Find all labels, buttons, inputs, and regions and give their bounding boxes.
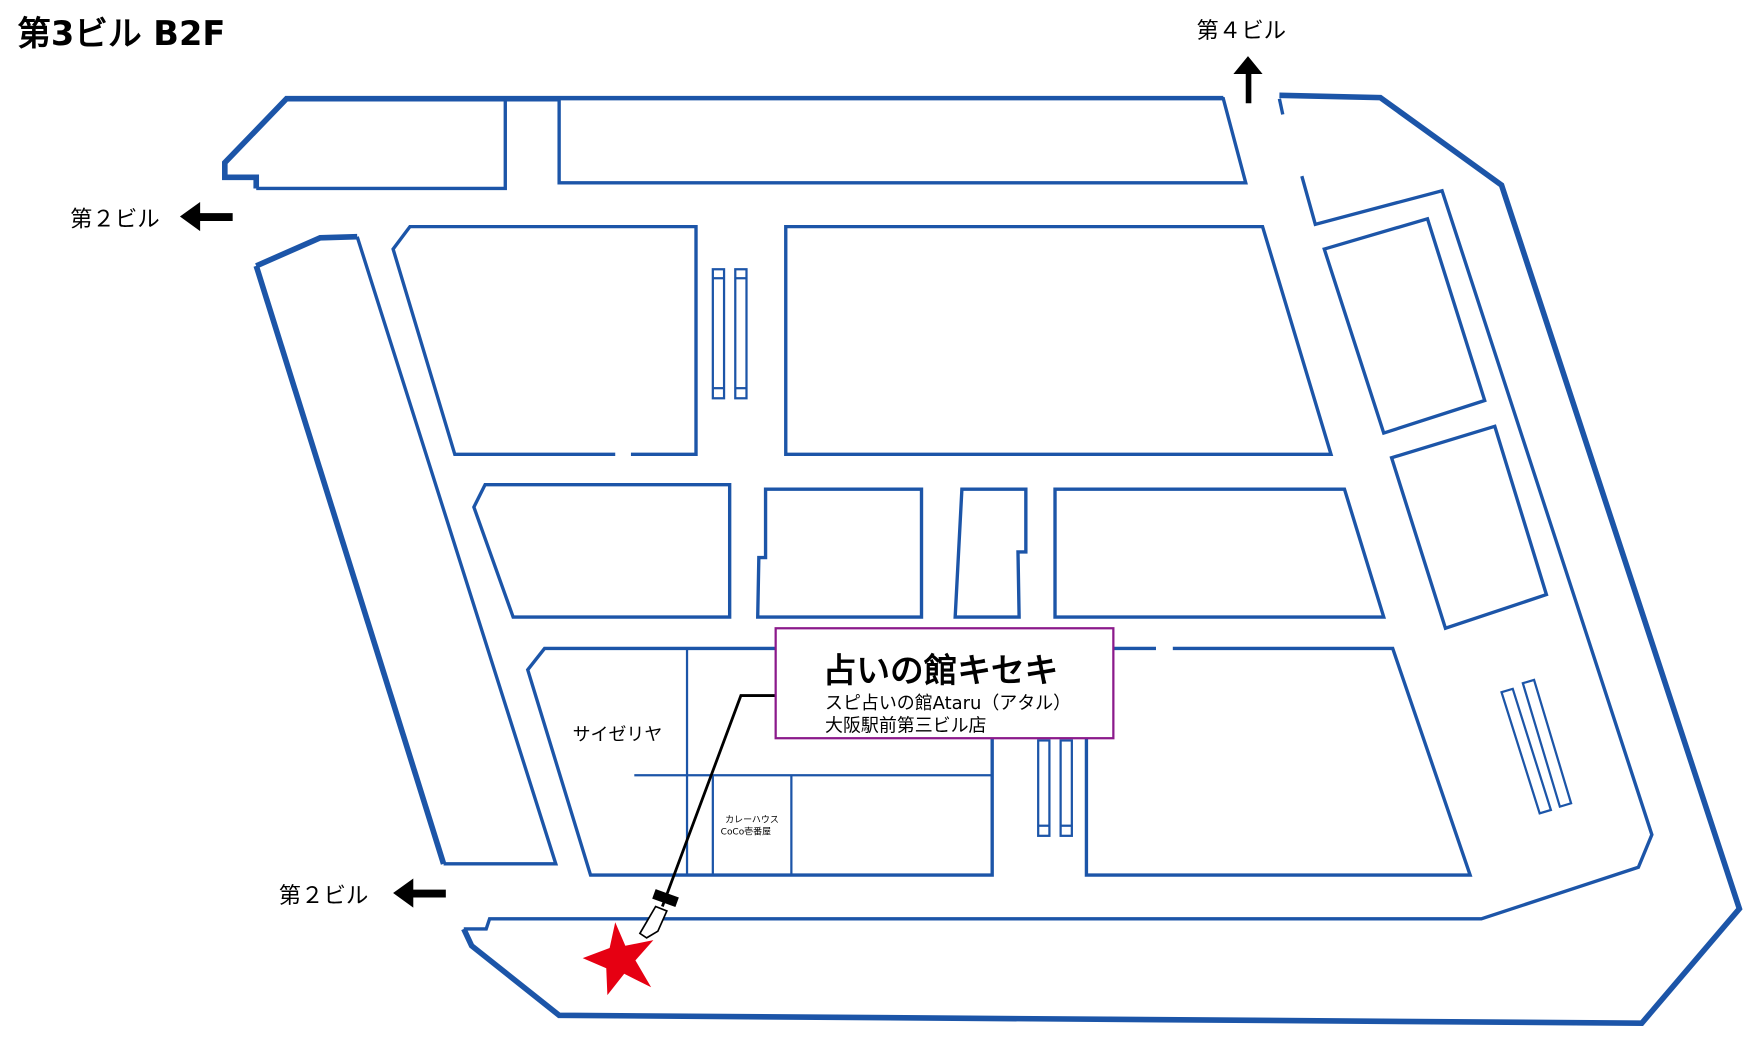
exit-building2-bottom[interactable]: 第２ビル — [279, 878, 446, 909]
exit-building4[interactable]: 第４ビル — [1196, 18, 1286, 104]
arrow-up-icon — [1233, 56, 1263, 104]
exit-building2-top[interactable]: 第２ビル — [70, 201, 233, 233]
exit-label: 第２ビル — [279, 883, 369, 909]
shop-saizeriya: サイゼリヤ — [573, 724, 663, 745]
floor-title: 第3ビル B2F — [17, 14, 225, 53]
arrow-left-icon — [393, 878, 446, 908]
exit-label: 第２ビル — [70, 207, 160, 233]
callout-subtitle-2: 大阪駅前第三ビル店 — [825, 715, 986, 736]
callout-subtitle-1: スピ占いの館Ataru（アタル） — [825, 693, 1071, 714]
shop-coco-line2: CoCo壱番屋 — [721, 826, 771, 838]
location-star-marker — [582, 922, 654, 996]
shop-coco-line1: カレーハウス — [725, 814, 779, 825]
shop-callout[interactable]: 占いの館キセキ スピ占いの館Ataru（アタル） 大阪駅前第三ビル店 — [774, 627, 1115, 740]
exit-label: 第４ビル — [1196, 18, 1286, 44]
callout-title: 占いの館キセキ — [823, 651, 1058, 690]
callout-leader-line — [661, 694, 776, 907]
outer-walls — [222, 92, 1743, 1026]
arrow-left-icon — [179, 201, 233, 232]
escalators — [711, 268, 1573, 837]
pointing-hand-icon — [638, 889, 679, 939]
